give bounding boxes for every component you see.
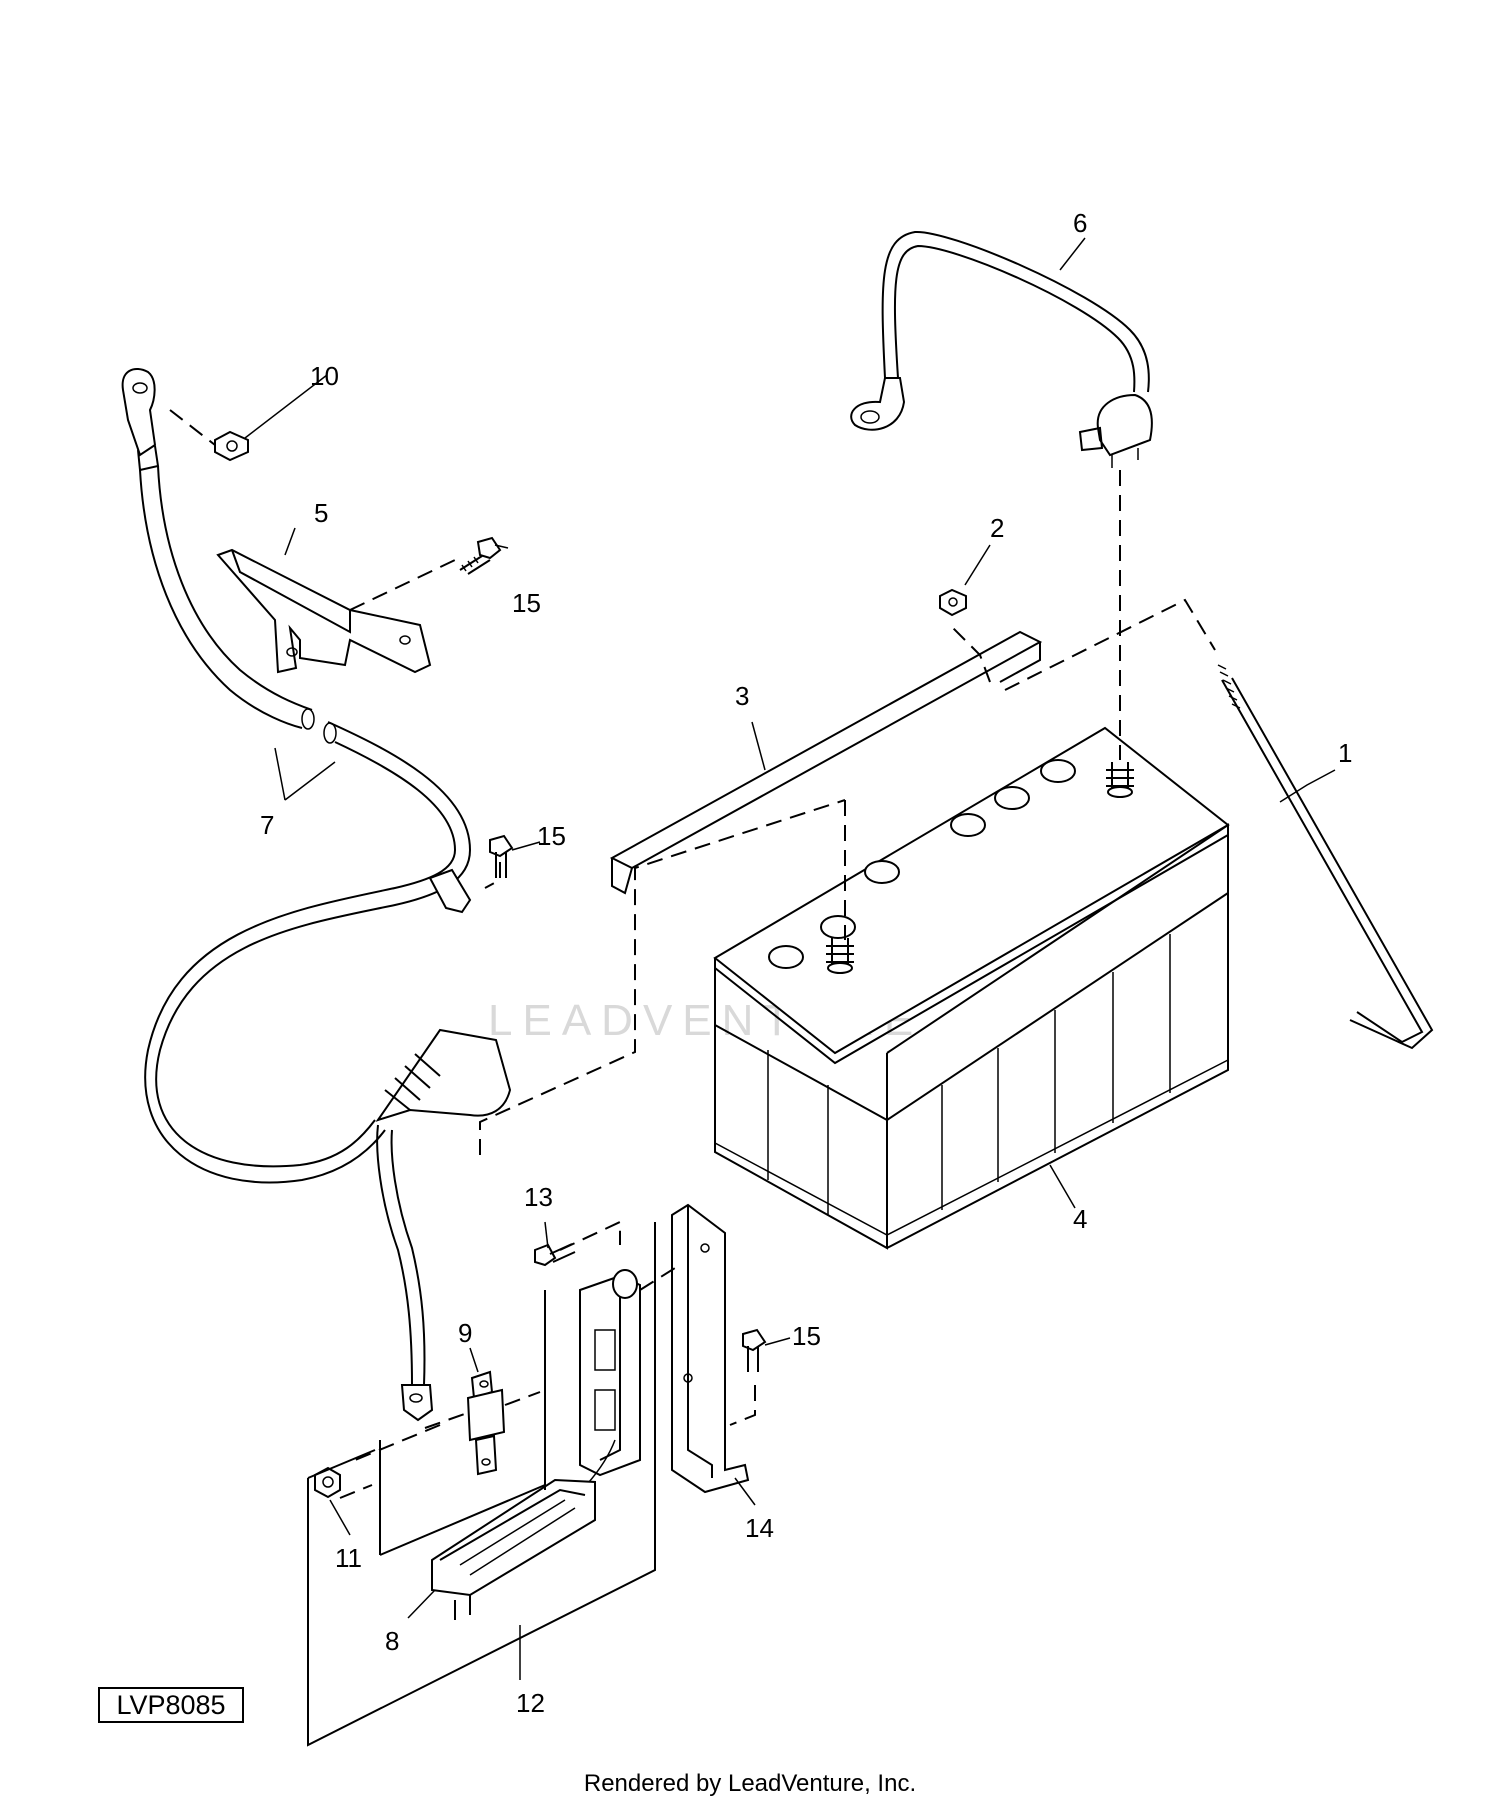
kit-boundary (307, 1222, 656, 1747)
assembly-lines (169, 409, 1216, 1499)
callout-15c: 15 (792, 1321, 821, 1351)
bolt-15-upper (459, 536, 502, 575)
bracket-5 (216, 548, 432, 674)
nut-10 (214, 430, 249, 462)
callouts: 1 2 3 4 5 6 7 8 9 10 11 12 13 14 15 15 1… (260, 208, 1352, 1718)
callout-6: 6 (1073, 208, 1087, 238)
callout-4: 4 (1073, 1204, 1087, 1234)
screw-13 (534, 1243, 576, 1267)
bolt-15-lower (742, 1328, 767, 1372)
callout-7: 7 (260, 810, 274, 840)
callout-10: 10 (310, 361, 339, 391)
callout-12: 12 (516, 1688, 545, 1718)
callout-13: 13 (524, 1182, 553, 1212)
nut-2 (939, 588, 967, 617)
callout-15a: 15 (512, 588, 541, 618)
callout-1: 1 (1338, 738, 1352, 768)
nut-11 (314, 1466, 341, 1499)
callout-11: 11 (335, 1543, 362, 1573)
callout-8: 8 (385, 1626, 399, 1656)
bolt-15-middle (489, 834, 514, 878)
render-credit: Rendered by LeadVenture, Inc. (583, 1770, 917, 1797)
callout-15b: 15 (537, 821, 566, 851)
callout-14: 14 (745, 1513, 774, 1543)
callout-3: 3 (735, 681, 749, 711)
hold-down-rod (1217, 664, 1434, 1050)
battery (713, 726, 1230, 1250)
fuse-cover (431, 1478, 596, 1620)
diagram-id-label: LVP8085 (98, 1687, 244, 1723)
positive-cable (850, 230, 1153, 468)
bracket-14 (671, 1203, 750, 1494)
leader-lines (244, 237, 1336, 1680)
callout-5: 5 (314, 498, 328, 528)
callout-9: 9 (458, 1318, 472, 1348)
callout-2: 2 (990, 513, 1004, 543)
fuse-holder (549, 1269, 641, 1521)
hold-down-bar (609, 630, 1043, 895)
negative-cable (121, 368, 512, 1422)
fuse-9 (466, 1370, 506, 1476)
